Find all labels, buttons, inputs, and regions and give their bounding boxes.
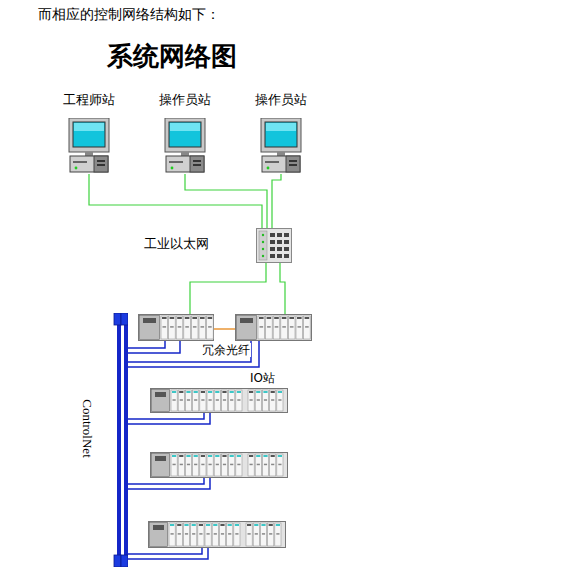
switch-icon xyxy=(256,228,292,263)
network-label: 工业以太网 xyxy=(140,236,209,252)
controlnet-cable xyxy=(128,478,210,489)
computer-station: 操作员站 xyxy=(157,92,213,174)
diagram-title: 系统网络图 xyxy=(107,40,237,72)
station-label: 工程师站 xyxy=(63,92,115,108)
controller-rack xyxy=(235,314,312,341)
ethernet-cable xyxy=(89,174,262,228)
station-label: IO站 xyxy=(250,370,275,386)
controller-rack xyxy=(138,314,214,341)
ethernet-cable xyxy=(185,174,267,228)
controlnet-bus: ControlNet xyxy=(76,313,128,567)
ethernet-switch: 工业以太网 xyxy=(140,228,292,263)
computer-icon xyxy=(162,118,208,174)
fiber-link xyxy=(214,328,235,329)
ethernet-cable xyxy=(280,263,285,314)
ethernet-cable xyxy=(272,174,281,228)
ethernet-cable xyxy=(190,263,266,314)
computer-icon xyxy=(258,118,304,174)
controller-rack xyxy=(138,314,214,341)
controlnet-cable xyxy=(128,548,208,559)
edge-label: 冗余光纤 xyxy=(201,343,251,357)
io-rack xyxy=(150,388,288,413)
controlnet-cable xyxy=(128,341,180,353)
controller-rack xyxy=(235,314,312,341)
io-rack: IO站 xyxy=(150,370,288,413)
bus-label: ControlNet xyxy=(80,399,95,458)
note-text: 而相应的控制网络结构如下： xyxy=(38,5,220,23)
computer-station: 操作员站 xyxy=(253,92,309,174)
io-rack xyxy=(150,452,288,478)
io-rack xyxy=(148,521,286,548)
controlnet-cable xyxy=(128,341,259,367)
controlnet-cable xyxy=(128,413,210,424)
station-label: 操作员站 xyxy=(255,92,307,108)
station-label: 操作员站 xyxy=(159,92,211,108)
io-rack xyxy=(150,452,288,478)
computer-station: 工程师站 xyxy=(61,92,117,174)
io-rack xyxy=(148,521,286,548)
computer-icon xyxy=(66,118,112,174)
